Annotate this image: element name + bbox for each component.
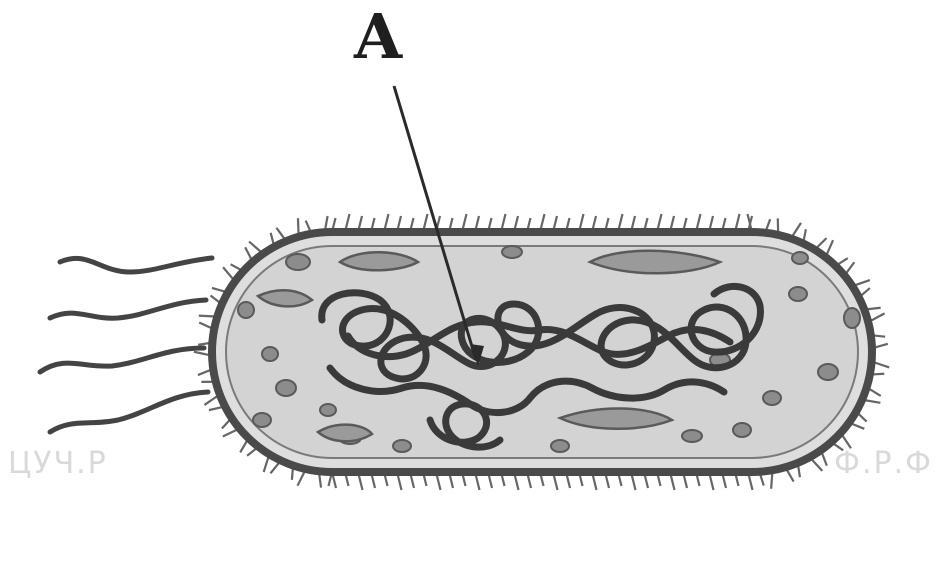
ribosome bbox=[286, 254, 310, 270]
ribosome bbox=[789, 287, 807, 301]
ribosome bbox=[733, 423, 751, 437]
flagellum-3 bbox=[40, 348, 204, 372]
ribosome bbox=[792, 252, 808, 264]
watermark-right: Ф.Р.Ф bbox=[834, 446, 933, 481]
ribosome bbox=[262, 347, 278, 361]
flagella bbox=[40, 258, 212, 432]
flagellum-4 bbox=[50, 392, 208, 432]
ribosome bbox=[502, 246, 522, 258]
cell-membrane bbox=[226, 246, 858, 458]
ribosome bbox=[253, 413, 271, 427]
ribosome bbox=[763, 391, 781, 405]
flagellum-1 bbox=[60, 258, 212, 272]
ribosome bbox=[818, 364, 838, 380]
flagellum-2 bbox=[50, 300, 206, 318]
ribosome bbox=[276, 380, 296, 396]
ribosome bbox=[320, 404, 336, 416]
ribosome bbox=[844, 308, 860, 328]
ribosome bbox=[682, 430, 702, 442]
label-a: A bbox=[354, 4, 402, 70]
ribosome bbox=[238, 302, 254, 318]
watermark-left: ЦУЧ.Р bbox=[8, 446, 108, 481]
watermark: ЦУЧ.Р Ф.Р.Ф bbox=[8, 446, 933, 486]
